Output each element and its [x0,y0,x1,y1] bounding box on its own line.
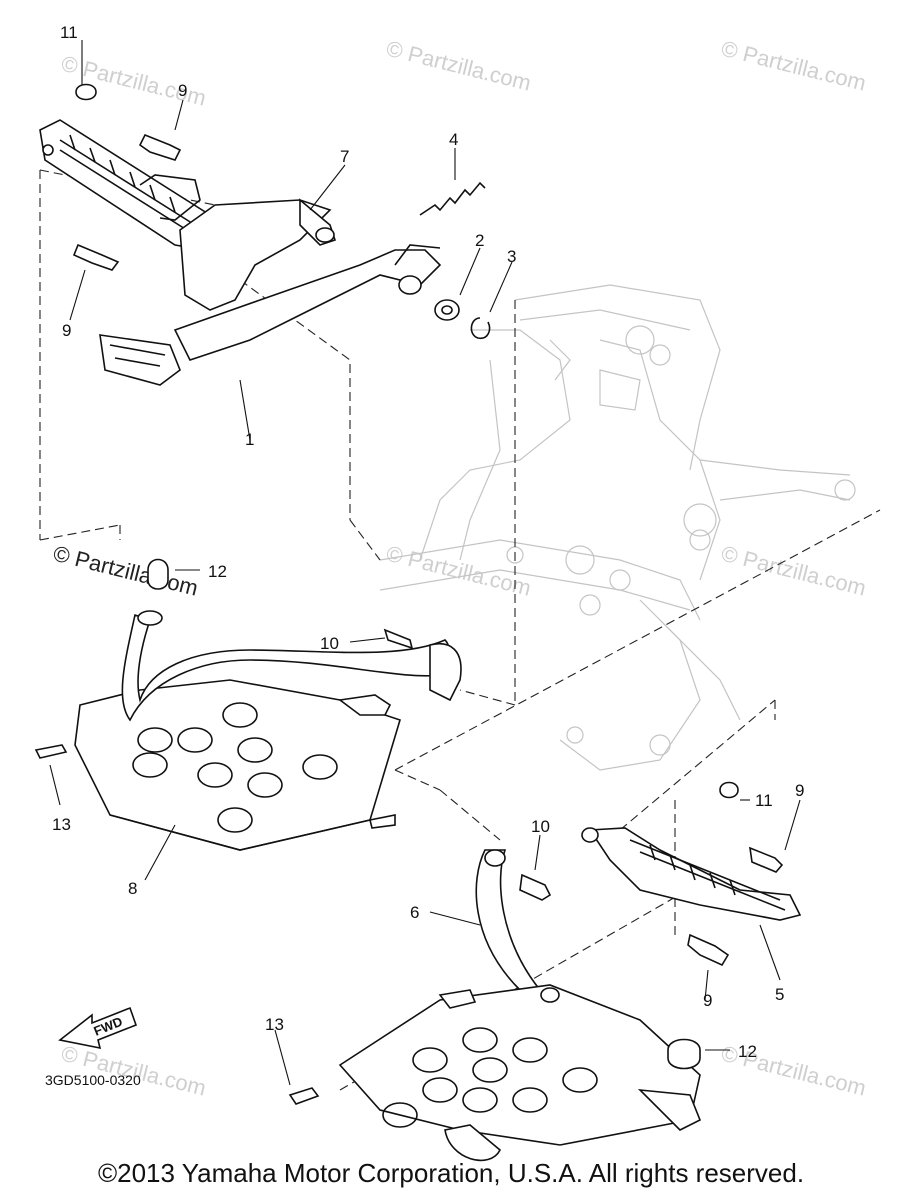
spring-clip [139,174,201,221]
callout-9: 9 [795,781,804,800]
bolt [383,628,414,650]
callout-10: 10 [531,817,550,836]
callout-13: 13 [265,1015,284,1034]
right-footrest-guard [288,849,702,1162]
callout-3: 3 [507,247,516,266]
watermark: © Partzilla.com [719,541,869,601]
callout-9: 9 [62,321,71,340]
watermark: © Partzilla.com [384,541,534,601]
rubber-damper [667,1038,701,1070]
spring [419,181,486,216]
nut [75,83,97,101]
left-footrest-guard [34,558,462,851]
callout-numbers: 11 9 7 4 2 3 9 1 12 10 13 8 11 9 10 6 5 … [52,23,804,1061]
callout-7: 7 [340,147,349,166]
bolt [519,873,552,901]
callout-12: 12 [738,1042,757,1061]
brake-lever [173,249,442,361]
watermark: © Partzilla.com [384,36,534,96]
guard-plate [74,679,401,851]
pedal-arm [179,199,332,311]
callout-6: 6 [410,903,419,922]
copyright-notice: ©2013 Yamaha Motor Corporation, U.S.A. A… [97,1158,805,1188]
circlip [470,317,491,340]
callout-2: 2 [475,231,484,250]
callout-10: 10 [320,634,339,653]
callout-11: 11 [60,23,78,42]
bolt [288,1087,320,1105]
callout-9: 9 [178,81,187,100]
bolt [687,933,730,967]
bolt [34,744,68,759]
frame-outline [379,284,856,771]
callout-11: 11 [755,791,773,810]
washer [434,299,460,321]
callout-4: 4 [449,130,458,149]
watermark: © Partzilla.com [719,36,869,96]
callout-1: 1 [245,430,254,449]
right-footrest-assembly [581,781,802,967]
rubber-damper [147,558,169,590]
watermark-overlay: © Partzilla.com [51,541,201,601]
callout-5: 5 [775,985,784,1004]
bolt [72,243,120,271]
callout-9: 9 [703,991,712,1010]
diagram-code: 3GD5100-0320 [45,1072,141,1088]
assembly-lines [39,169,881,1091]
callout-13: 13 [52,815,71,834]
nut [719,781,739,799]
guard-plate [338,984,701,1146]
callout-8: 8 [128,879,137,898]
fwd-arrow: FWD [58,1006,138,1050]
pedal-tip [99,334,181,386]
leader-lines [49,40,801,1086]
guard-frame-tube [475,849,541,999]
bolt [749,846,784,873]
bolt [138,133,182,161]
callout-12: 12 [208,562,227,581]
watermark: © Partzilla.com [59,1041,209,1101]
brake-pedal-assembly [39,83,491,386]
